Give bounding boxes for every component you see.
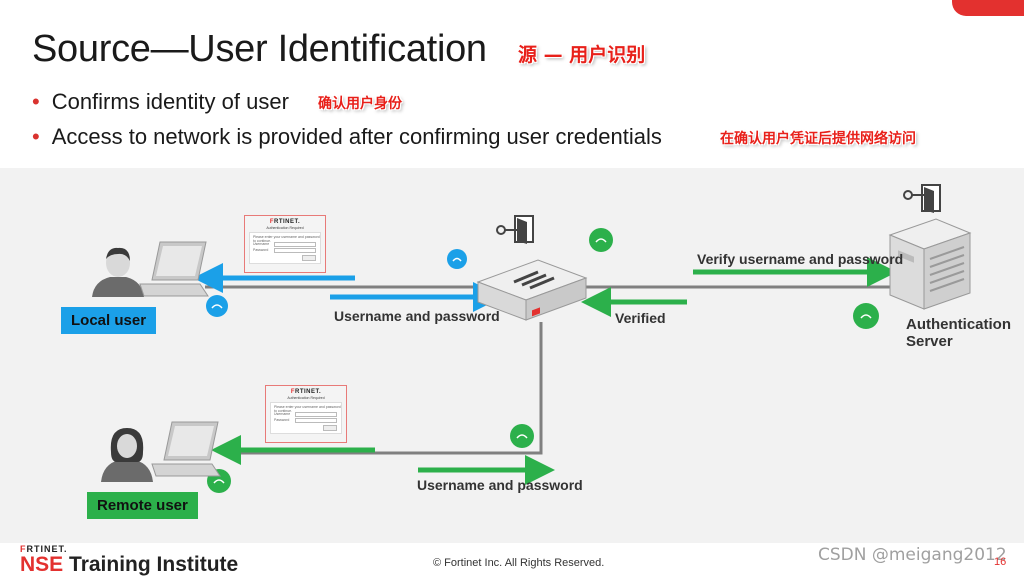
- bullet-dot: •: [32, 124, 40, 149]
- login-password-label: Password: [253, 248, 269, 252]
- bullet-dot: •: [32, 89, 40, 114]
- login-username-field: [274, 242, 316, 247]
- remote-user-icon: [101, 428, 153, 482]
- login-prompt: Please enter your username and password …: [274, 405, 341, 413]
- footer-brand: FRTINET.: [20, 544, 68, 554]
- footer-nse-title: NSE Training Institute: [20, 553, 239, 576]
- login-username-field: [295, 412, 337, 417]
- auth-server-label-line1: Authentication: [906, 316, 1011, 333]
- login-form-local: FRTINET. Authentication Required Please …: [244, 215, 326, 273]
- flow-verify-label: Verify username and password: [697, 251, 904, 267]
- remote-laptop-icon: [151, 421, 221, 477]
- page-number: 16: [994, 556, 1007, 568]
- login-brand: FRTINET.: [269, 219, 301, 225]
- bullet-2-cn: 在确认用户凭证后提供网络访问: [720, 131, 916, 147]
- flow-arrows: [193, 257, 897, 485]
- flow-local-label: Username and password: [334, 308, 500, 324]
- copyright-text: © Fortinet Inc. All Rights Reserved.: [433, 557, 605, 569]
- login-subtitle: Authentication Required: [266, 226, 304, 230]
- step-marker: [447, 249, 467, 269]
- login-brand: FRTINET.: [290, 389, 322, 395]
- bullet-1-text: Confirms identity of user: [51, 89, 289, 114]
- slide-title: Source—User Identification: [32, 28, 487, 70]
- step-marker: [510, 424, 534, 448]
- firewall-device-icon: [476, 259, 588, 321]
- key-door-icon: [903, 184, 941, 213]
- flow-verified-label: Verified: [615, 310, 666, 326]
- bullet-2-text: Access to network is provided after conf…: [51, 124, 662, 149]
- auth-server-label-line2: Server: [906, 333, 953, 350]
- local-laptop-icon: [139, 241, 209, 297]
- login-username-label: Username: [274, 412, 291, 416]
- login-continue-button: [323, 425, 337, 431]
- bullet-2: • Access to network is provided after con…: [32, 124, 662, 150]
- bullet-1: • Confirms identity of user: [32, 89, 289, 115]
- step-marker: [206, 295, 228, 317]
- login-panel: Please enter your username and password …: [270, 402, 342, 434]
- login-panel: Please enter your username and password …: [249, 232, 321, 264]
- server-icon: [888, 218, 972, 310]
- local-user-icon: [92, 247, 144, 297]
- flow-remote-label: Username and password: [417, 477, 583, 493]
- login-password-field: [274, 248, 316, 253]
- remote-user-label: Remote user: [87, 492, 198, 519]
- bullet-1-cn: 确认用户身份: [318, 96, 402, 112]
- login-password-label: Password: [274, 418, 290, 422]
- step-marker: [589, 228, 613, 252]
- login-username-label: Username: [253, 242, 270, 246]
- slide-title-cn: 源 — 用户识别: [518, 44, 646, 66]
- key-door-icon: [496, 215, 534, 244]
- watermark: CSDN @meigang2012: [818, 545, 1007, 565]
- connection-lines: [205, 285, 895, 455]
- login-prompt: Please enter your username and password …: [253, 235, 320, 243]
- login-password-field: [295, 418, 337, 423]
- step-markers: [206, 228, 879, 493]
- local-user-label: Local user: [61, 307, 157, 334]
- corner-accent: [952, 0, 1024, 16]
- auth-server-label: Authentication Server: [906, 316, 1011, 350]
- login-continue-button: [302, 255, 316, 261]
- login-subtitle: Authentication Required: [287, 396, 325, 400]
- step-marker: [853, 303, 879, 329]
- footer-logo: FRTINET. NSE Training Institute: [20, 545, 238, 576]
- login-form-remote: FRTINET. Authentication Required Please …: [265, 385, 347, 443]
